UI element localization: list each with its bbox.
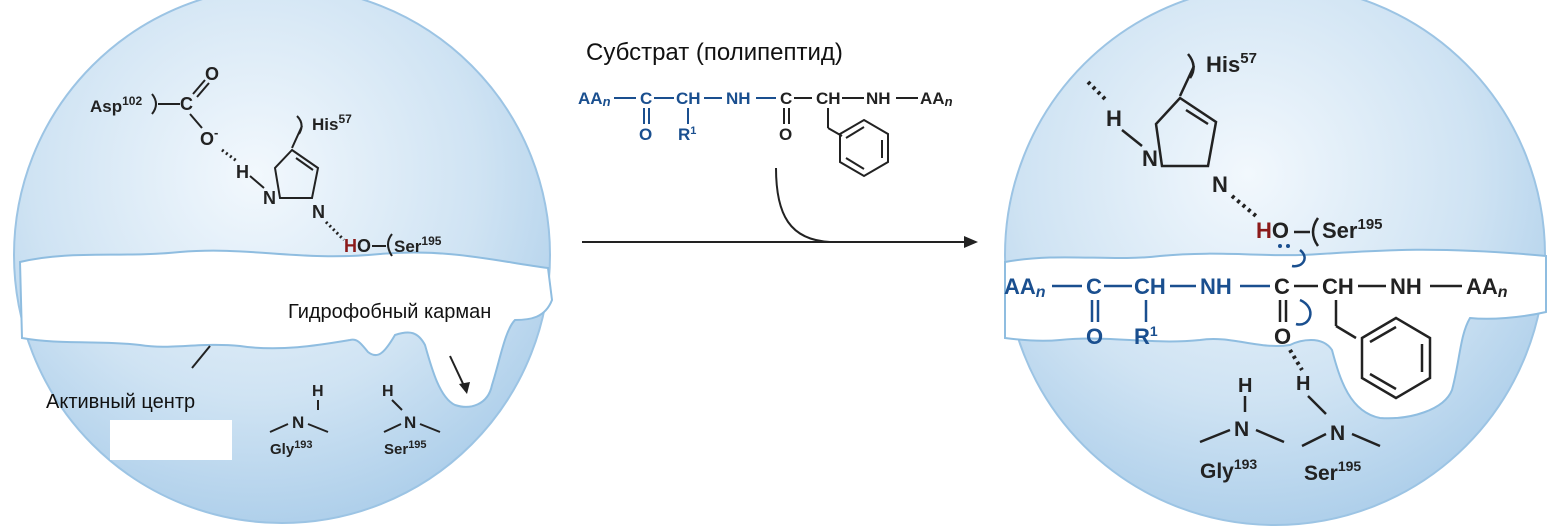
svg-text:CH: CH (1134, 274, 1166, 299)
free-enzyme: Asp102 C O O- His57 H N N HO Ser19 (13, 0, 554, 524)
gly-bond-b-right (1255, 428, 1285, 444)
gly-bond-a-right (1199, 428, 1231, 444)
svg-text:CH: CH (676, 89, 701, 108)
svg-text:NH: NH (1200, 274, 1232, 299)
hbond-asp-fragment (1086, 80, 1108, 102)
substrate-phenyl-ring (839, 118, 889, 178)
asp-label: Asp102 (90, 94, 142, 116)
ser-amide-n-left: N (404, 413, 416, 432)
ser-ho-left: HO (344, 236, 371, 256)
ser-ho-right: HO (1256, 218, 1289, 243)
hbond-his-ser-right (1230, 194, 1258, 218)
svg-text:O: O (639, 125, 652, 144)
his-h-left: H (236, 162, 249, 182)
asp-co-double-2 (196, 82, 210, 98)
his-nh-bond-right (1121, 129, 1143, 147)
svg-text:O: O (1274, 324, 1291, 349)
svg-text:CH: CH (816, 89, 841, 108)
his-nh-bond-left (249, 175, 265, 189)
svg-text:AAn: AAn (1466, 274, 1508, 301)
ser-amide-label-left: Ser195 (384, 439, 427, 458)
hbond-asp-his (221, 148, 239, 164)
ser-amide-bond-b-left (419, 423, 441, 433)
asp-oxygen-top: O (205, 64, 219, 84)
ser-amide-n-right: N (1330, 422, 1345, 445)
enzyme-substrate-complex: His57 H N N HO Ser195 AAn C CH (1004, 0, 1547, 526)
svg-text:AAn: AAn (1004, 274, 1046, 301)
nucleophilic-attack-arrow (1291, 249, 1306, 268)
substrate-chain-formula: AAn C CH NH C CH NH AAn O R1 O (578, 89, 953, 178)
lone-pair-dot (1286, 244, 1290, 248)
gly-n-left: N (292, 413, 304, 432)
pocket-arrowhead (459, 382, 470, 394)
ser-amide-h-left: H (382, 383, 394, 400)
svg-text:R1: R1 (1134, 323, 1158, 349)
substrate-title: Субстрат (полипептид) (586, 39, 843, 66)
substrate-panel: Субстрат (полипептид) AAn C CH NH C CH N… (578, 39, 978, 248)
gly-h-left: H (312, 383, 324, 400)
svg-text:O: O (779, 125, 792, 144)
his-n1-right: N (1142, 146, 1158, 171)
asp-co-double-1 (192, 79, 206, 95)
svg-text:NH: NH (1390, 274, 1422, 299)
active-center-label: Активный центр (46, 391, 195, 413)
svg-text:C: C (1274, 274, 1290, 299)
svg-text:R1: R1 (678, 125, 696, 144)
svg-text:AAn: AAn (578, 89, 611, 109)
asp-oxygen-minus: O- (200, 125, 218, 149)
gly-h-right: H (1238, 375, 1252, 397)
ser-amide-bond-a-left (383, 423, 402, 433)
pocket-arrow (449, 355, 466, 389)
svg-text:AAn: AAn (920, 89, 953, 109)
svg-text:C: C (640, 89, 652, 108)
hydrophobic-pocket-label: Гидрофобный карман (288, 301, 491, 323)
his-n3-right: N (1212, 172, 1228, 197)
hbond-his-ser-left (324, 220, 346, 242)
substrate-entry-curve (775, 167, 831, 243)
ser-label-right: Ser195 (1322, 216, 1383, 243)
svg-text:NH: NH (866, 89, 891, 108)
reaction-arrowhead (964, 236, 978, 248)
ser-bracket-right (1311, 217, 1320, 247)
svg-text:O: O (1086, 324, 1103, 349)
his-n1-left: N (263, 188, 276, 208)
svg-text:C: C (1086, 274, 1102, 299)
gly-bond-a-left (269, 423, 289, 433)
ser-amide-bond-b-right (1351, 432, 1381, 448)
his-n3-left: N (312, 202, 325, 222)
his-label-right: His57 (1206, 50, 1257, 77)
asp-carbon: C (180, 94, 193, 114)
his-chain-right (1178, 65, 1196, 97)
svg-text:NH: NH (726, 89, 751, 108)
gly-bond-b-left (307, 423, 329, 433)
ser-amide-nh-left (391, 399, 403, 411)
ser-label-left: Ser195 (394, 234, 442, 256)
lone-pair-dot (1278, 244, 1282, 248)
imidazole-ring-right (1154, 96, 1218, 168)
gly-label-right: Gly193 (1200, 456, 1257, 483)
svg-text:C: C (780, 89, 792, 108)
left-label-patch (110, 420, 232, 460)
gly-label-left: Gly193 (270, 439, 313, 458)
ser-amide-bond-a-right (1301, 432, 1327, 448)
ser-amide-nh-right (1307, 395, 1327, 415)
asp-bracket (151, 93, 157, 115)
his-chain-left (291, 125, 303, 149)
his-label-left: His57 (312, 112, 352, 134)
gly-n-right: N (1234, 418, 1249, 441)
active-center-pointer (191, 345, 211, 369)
svg-text:CH: CH (1322, 274, 1354, 299)
left-active-site-cleft (18, 249, 554, 408)
imidazole-double-left (295, 157, 314, 171)
imidazole-double-right (1185, 108, 1209, 126)
imidazole-ring-left (273, 148, 320, 199)
carbonyl-arrow (1295, 298, 1312, 326)
asp-co-single (189, 113, 203, 129)
ser-bracket-left (387, 233, 393, 257)
his-h-right: H (1106, 106, 1122, 131)
ser-amide-label-right: Ser195 (1304, 458, 1361, 485)
bound-substrate-chain: AAn C CH NH C CH NH AAn O R1 O (1004, 274, 1508, 400)
ser-amide-h-right: H (1296, 373, 1310, 395)
